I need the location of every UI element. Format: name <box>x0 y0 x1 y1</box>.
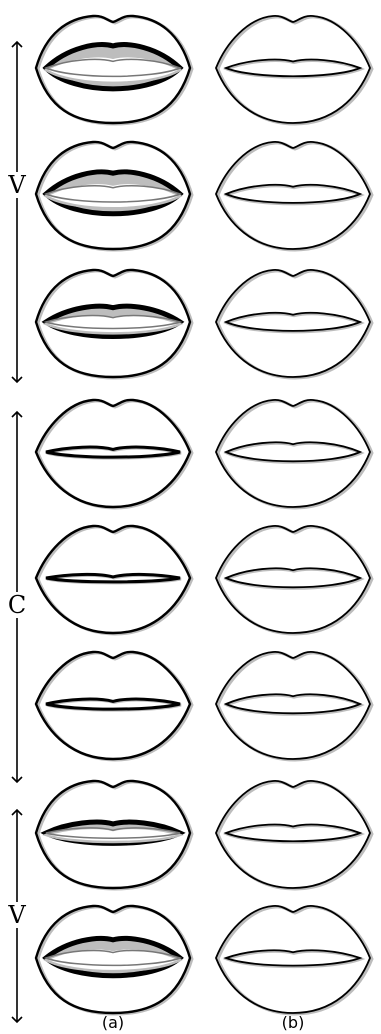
group-label-v-top: V <box>7 171 26 199</box>
lip-shape-a-8 <box>36 906 192 1014</box>
lip-shape-b-2 <box>216 142 372 250</box>
lip-shape-b-4 <box>216 400 372 508</box>
lip-shape-b-1 <box>216 16 372 124</box>
lip-shape-a-5 <box>36 526 192 634</box>
group-label-v-bottom: V <box>7 901 26 929</box>
lip-shape-b-3 <box>216 270 372 378</box>
lip-shape-a-3 <box>36 270 192 378</box>
lip-shape-a-7 <box>36 781 192 889</box>
lip-shape-b-7 <box>216 781 372 889</box>
lip-shape-a-2 <box>36 142 192 250</box>
lip-outlines-layer <box>36 16 372 1014</box>
column-caption-b: (b) <box>282 1013 305 1032</box>
group-label-c: C <box>8 591 26 619</box>
lip-shape-b-8 <box>216 906 372 1014</box>
lip-shape-a-6 <box>36 652 192 760</box>
column-caption-a: (a) <box>102 1013 124 1032</box>
lip-shape-b-6 <box>216 652 372 760</box>
lip-shape-a-1 <box>36 16 192 124</box>
lip-shape-a-4 <box>36 400 192 508</box>
lip-shape-b-5 <box>216 526 372 634</box>
